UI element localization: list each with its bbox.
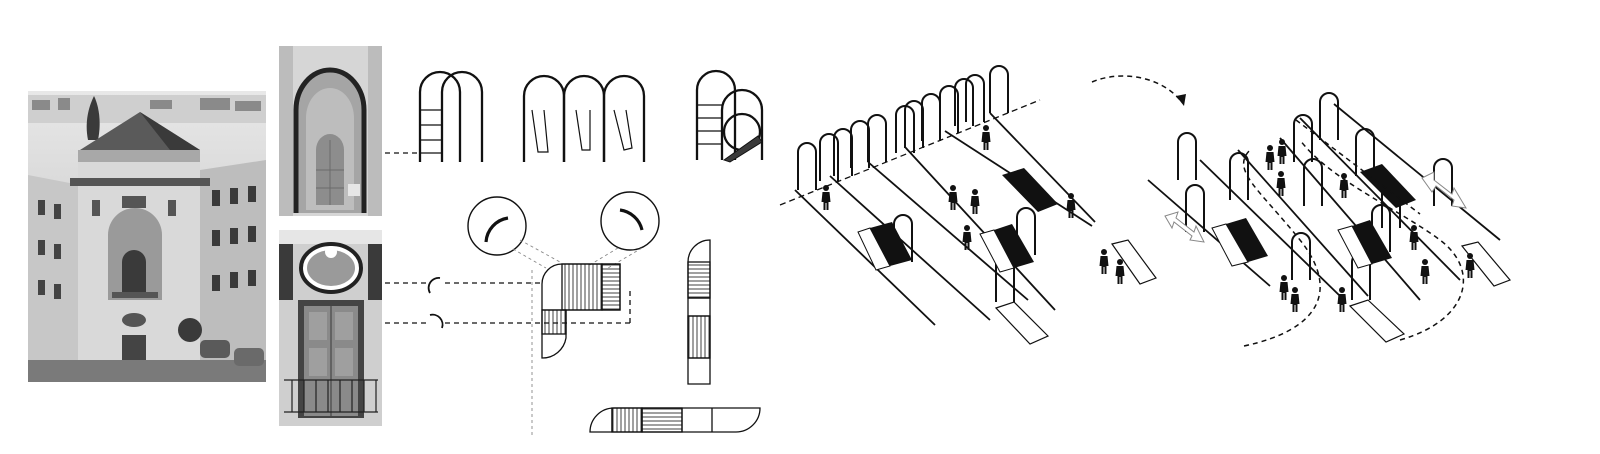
axonometric-after xyxy=(1147,92,1512,347)
arched-window-detail xyxy=(279,46,382,216)
building-photo xyxy=(28,91,266,382)
double-arrow-icon xyxy=(1164,171,1467,243)
entrance-door-detail xyxy=(279,230,382,426)
bench-icon xyxy=(857,168,1157,345)
bench-modules xyxy=(541,239,761,433)
bench-icon xyxy=(1211,164,1512,343)
axonometric-before xyxy=(779,65,1157,345)
arch-variants xyxy=(385,69,764,163)
curve-extraction xyxy=(385,191,660,436)
transition-arrow-icon xyxy=(1091,75,1186,106)
